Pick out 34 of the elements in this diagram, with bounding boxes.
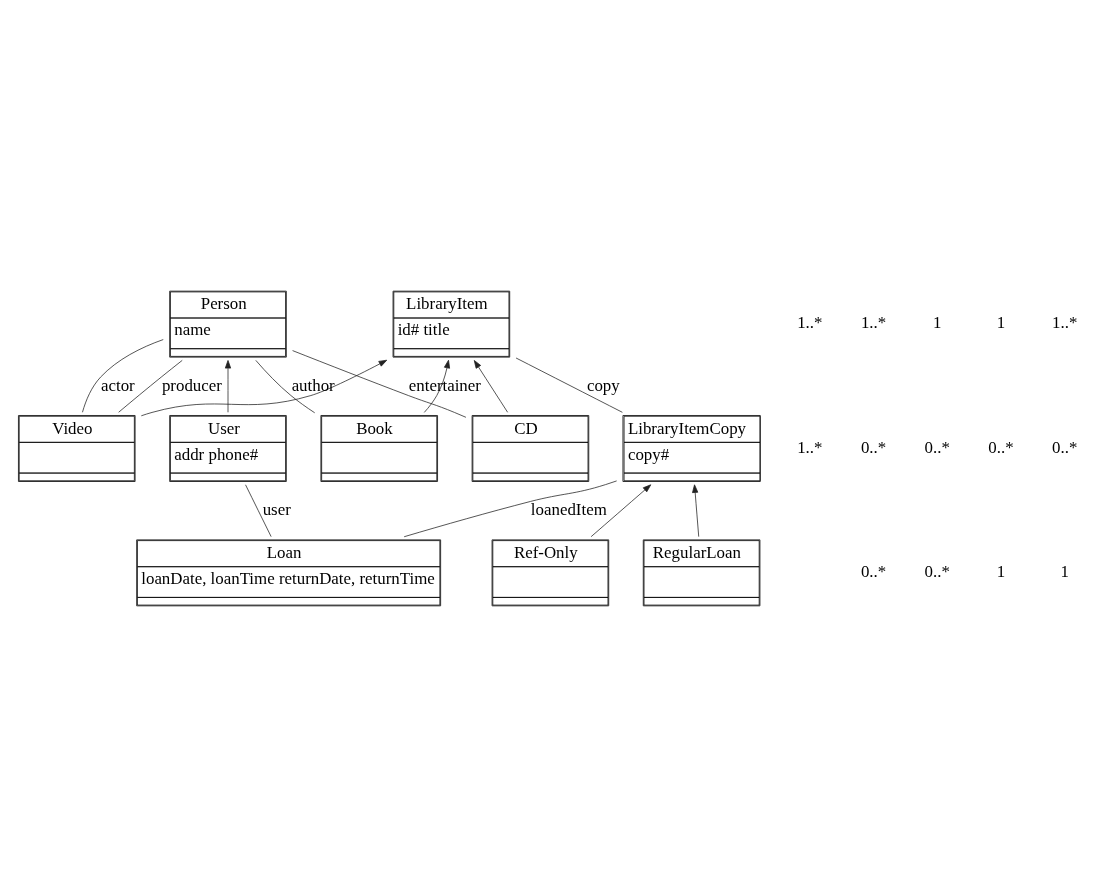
connector <box>82 338 164 413</box>
arrow <box>473 359 508 413</box>
label: 1 <box>996 312 1006 332</box>
connector <box>245 483 272 537</box>
arrow <box>590 483 652 537</box>
arrow <box>423 359 451 413</box>
label: 1..* <box>797 437 823 457</box>
edge-label: producer <box>161 375 222 395</box>
label: 0..* <box>860 437 887 457</box>
arrow <box>692 483 700 537</box>
edge-label: actor <box>100 375 135 395</box>
connector <box>515 357 623 413</box>
connector <box>292 349 467 418</box>
label: 1 <box>933 312 942 332</box>
edge-label: author <box>291 375 335 395</box>
label: 0..* <box>860 561 887 581</box>
edge-label: copy <box>586 375 620 395</box>
arrow <box>140 359 388 416</box>
label: 0..* <box>1052 437 1078 457</box>
label: 0..* <box>924 437 950 457</box>
label: 0..* <box>924 561 950 581</box>
label: 1 <box>996 561 1006 581</box>
label: 0..* <box>988 437 1014 457</box>
label: 1..* <box>860 312 887 332</box>
connector <box>255 359 316 413</box>
connector <box>403 480 618 537</box>
arrow <box>224 359 232 413</box>
label: 1..* <box>797 312 823 332</box>
connector <box>118 359 183 413</box>
label: 1 <box>1060 561 1069 581</box>
edge-label: entertainer <box>408 375 481 395</box>
edge-label: user <box>262 499 291 519</box>
label: 1..* <box>1052 312 1078 332</box>
edge-label: loanedItem <box>530 499 607 519</box>
